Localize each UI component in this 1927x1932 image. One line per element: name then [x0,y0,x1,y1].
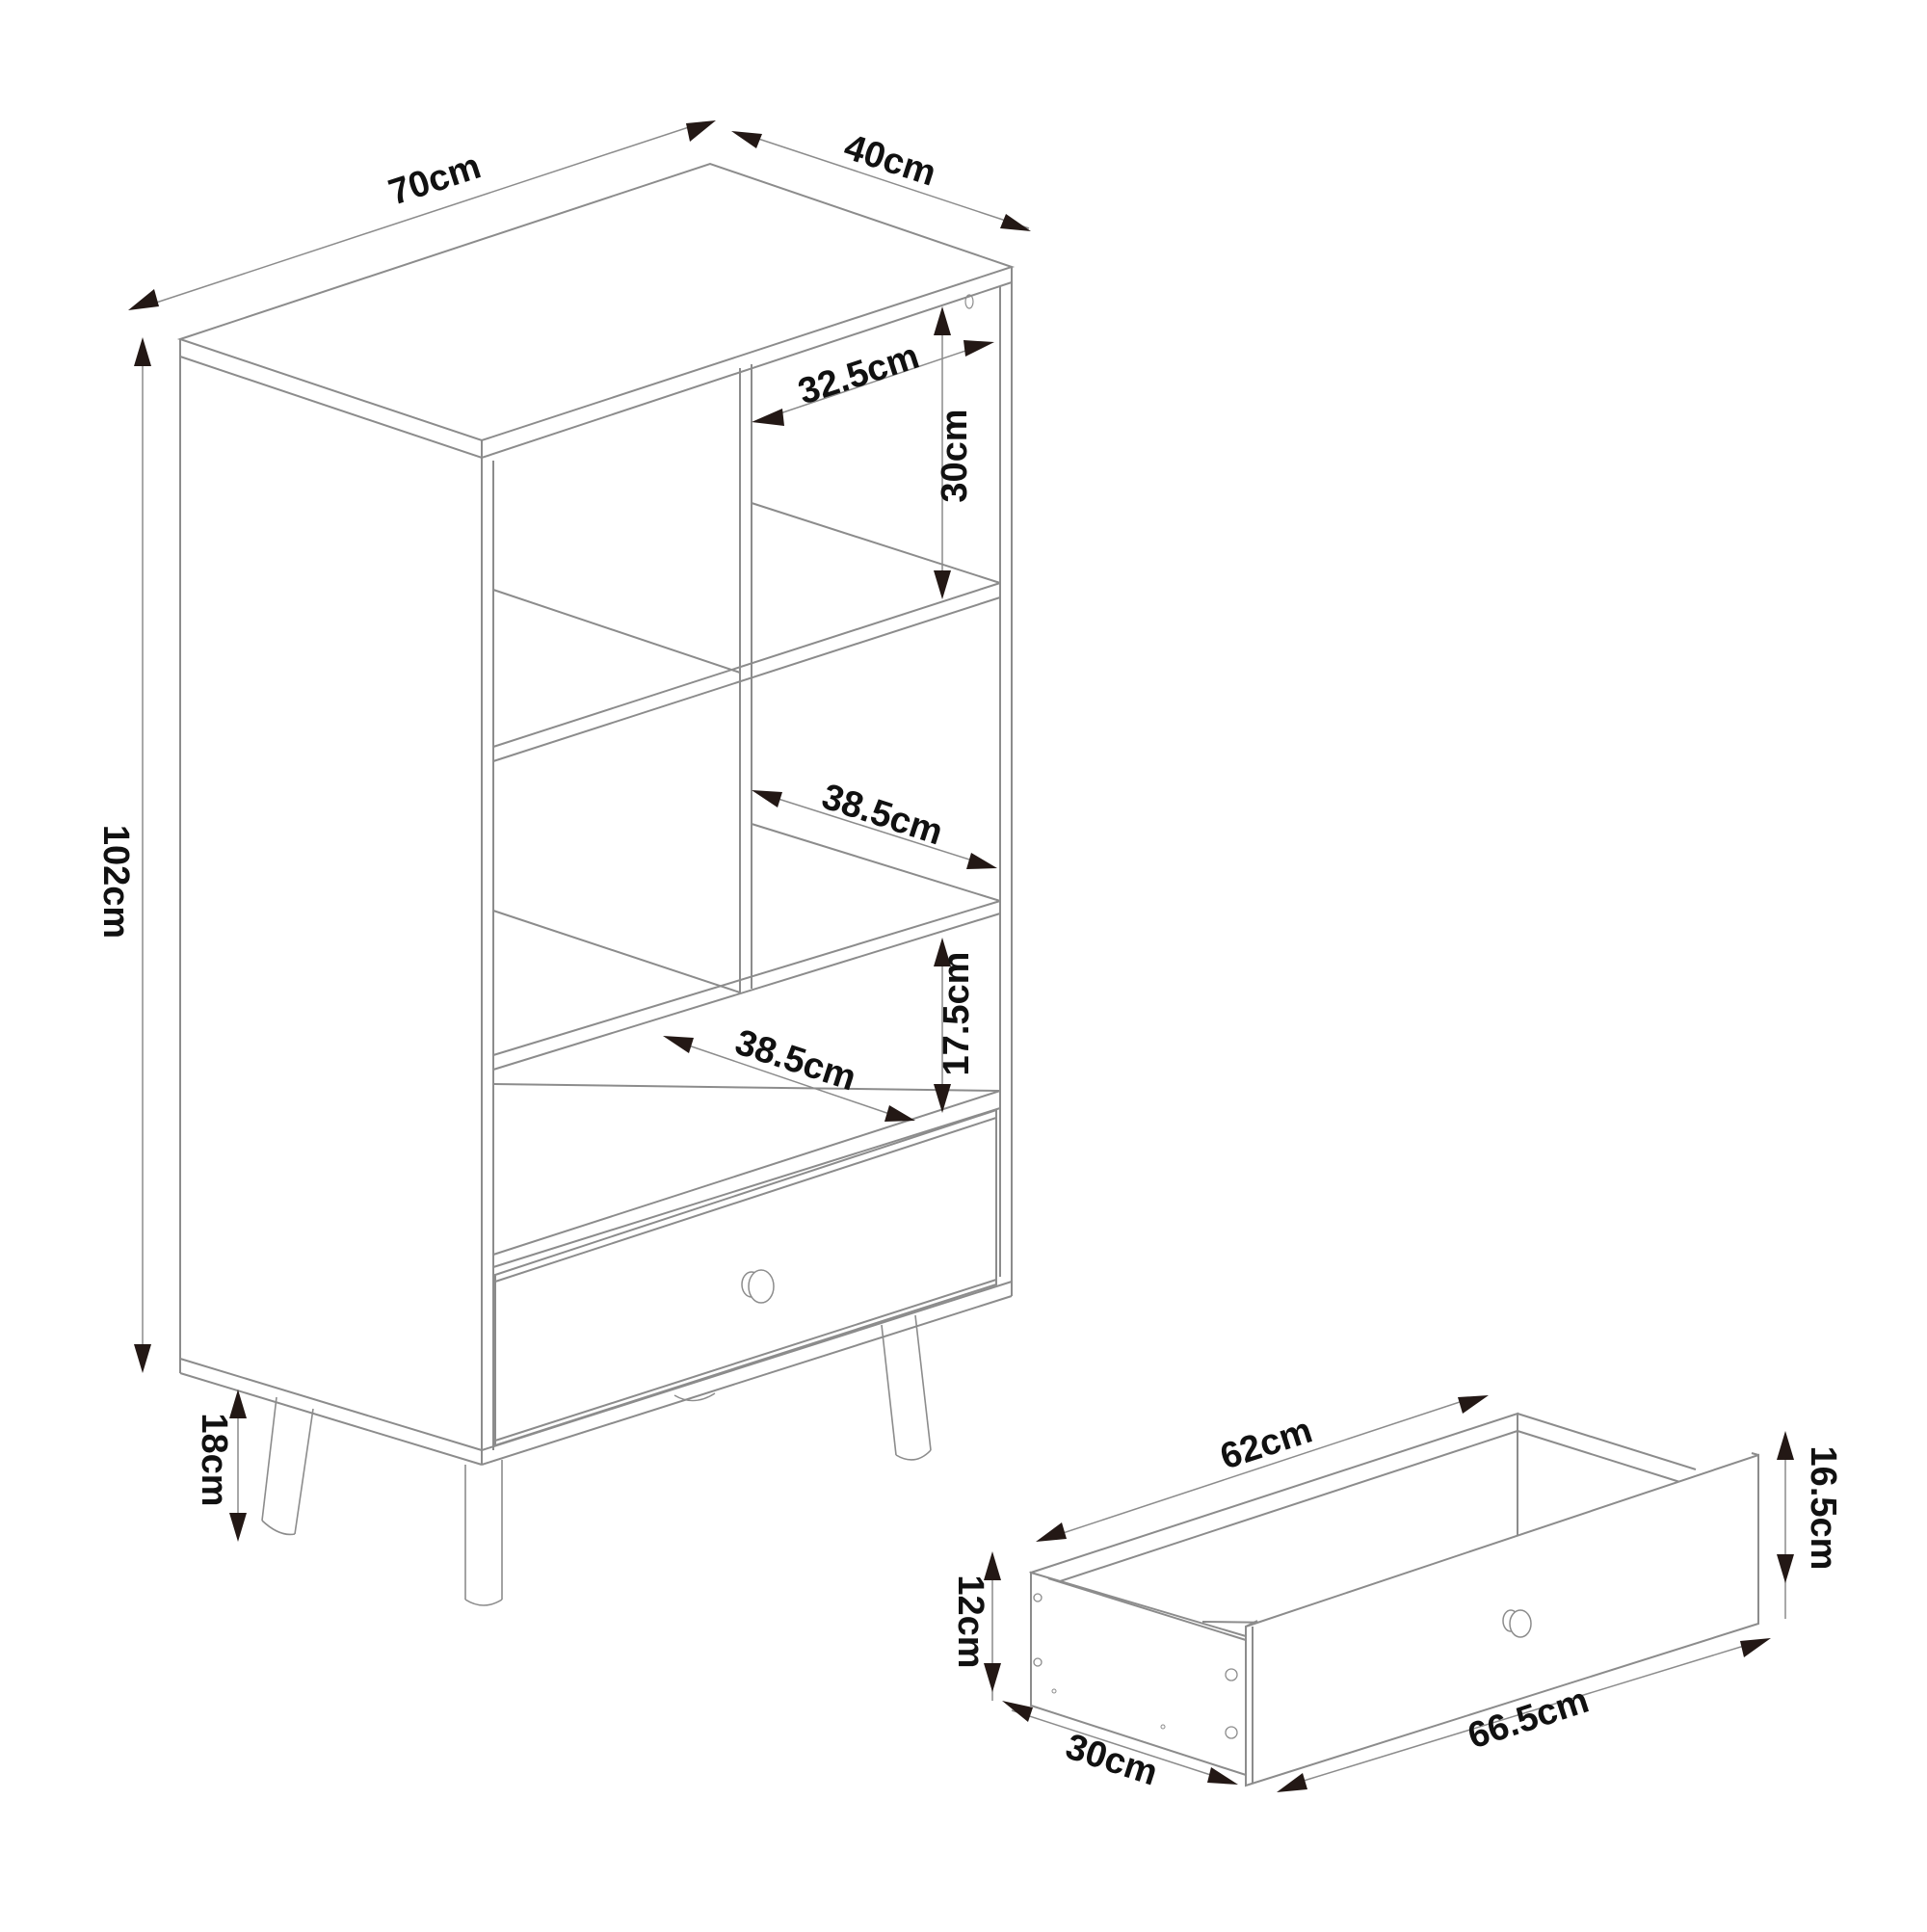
cabinet-drawer-knob-icon [741,1269,775,1304]
cabinet-shelf-3 [492,1083,1001,1268]
label-lower-height: 17.5cm [937,952,977,1076]
label-drawer-front-height: 16.5cm [1803,1446,1843,1571]
label-leg-height: 18cm [194,1413,234,1506]
cabinet-top-panel [176,162,1016,460]
label-drawer-inner-length: 62cm [1216,1411,1317,1478]
dimension-compartment-height-30cm: 30cm [934,306,975,599]
drawer-knob-icon [1502,1609,1532,1638]
dimension-drawer-front-height-16_5cm: 16.5cm [1777,1431,1843,1619]
cabinet-leg-front-right [881,1314,932,1461]
label-depth: 40cm [839,127,940,195]
dimension-leg-height-18cm: 18cm [194,1389,247,1542]
label-width: 70cm [384,146,486,214]
drawer-front-panel [1245,1452,1759,1787]
cabinet-leg-front-left [464,1460,503,1606]
dimension-lower-depth-38_5cm: 38.5cm [663,1022,915,1122]
cabinet-leg-back-left [261,1396,314,1536]
drawer-detail [1028,1412,1759,1787]
dimension-middle-depth-38_5cm: 38.5cm [752,777,997,869]
label-drawer-side-height: 12cm [950,1575,990,1668]
label-height: 102cm [95,825,136,939]
dimension-drawer-side-height-12cm: 12cm [950,1551,1001,1701]
cabinet-shelf-2 [492,823,1001,1071]
cabinet-leg-back-hidden [673,1392,716,1402]
cabinet-drawer[interactable] [494,1108,997,1447]
cabinet [176,162,1016,1606]
cabinet-shelf-1 [492,502,1001,762]
dimension-height-102cm: 102cm [95,337,151,1373]
label-compartment-height: 30cm [935,409,975,502]
cabinet-vertical-divider [739,364,752,992]
dimension-lower-height-17_5cm: 17.5cm [934,938,977,1113]
dimension-drawer-inner-length-62cm: 62cm [1036,1395,1489,1542]
label-middle-depth: 38.5cm [817,777,948,854]
cabinet-side-panel [179,357,483,1466]
